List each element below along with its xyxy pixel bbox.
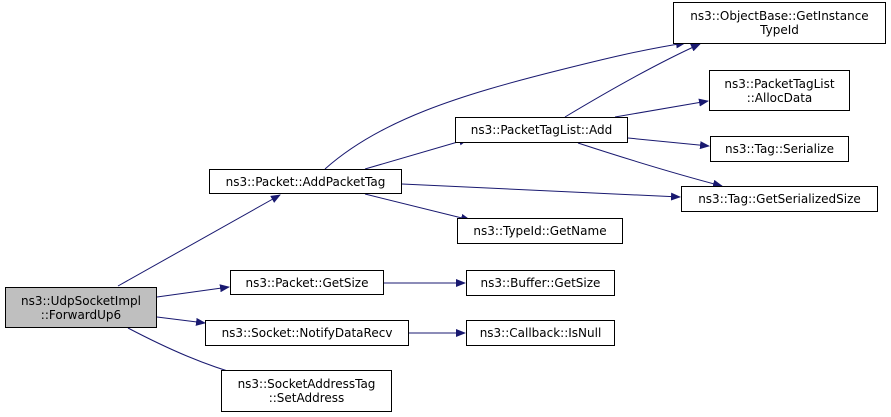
node-tag-get-serialized-size[interactable]: ns3::Tag::GetSerializedSize — [681, 186, 878, 212]
node-label: ns3::Buffer::GetSize — [480, 276, 601, 290]
node-label: ns3::Packet::GetSize — [245, 275, 369, 290]
node-packet-tag-list-alloc-data[interactable]: ns3::PacketTagList ::AllocData — [709, 70, 850, 111]
node-label: ns3::Tag::Serialize — [725, 142, 834, 156]
node-label-line2: TypeId — [760, 23, 799, 37]
node-udp-socket-impl-forward-up6: ns3::UdpSocketImpl ::ForwardUp6 — [5, 287, 157, 328]
node-packet-get-size[interactable]: ns3::Packet::GetSize — [230, 270, 384, 295]
node-label: ns3::Packet::AddPacketTag — [225, 174, 386, 189]
edge-packet-tag-list-add-to-tag-serialize — [627, 137, 710, 150]
edge-add-packet-tag-to-tag-get-serialized-size — [401, 183, 681, 201]
node-label-line2: ::ForwardUp6 — [40, 307, 122, 322]
node-callback-is-null[interactable]: ns3::Callback::IsNull — [466, 320, 615, 346]
node-socket-notify-data-recv[interactable]: ns3::Socket::NotifyDataRecv — [205, 320, 409, 346]
node-label-line1: ns3::UdpSocketImpl — [21, 293, 141, 308]
edge-packet-tag-list-add-to-tag-get-serialized-size — [577, 142, 723, 188]
edge-packet-tag-list-add-to-get-instance-type-id — [564, 43, 701, 118]
node-typeid-get-name[interactable]: ns3::TypeId::GetName — [457, 218, 623, 244]
node-label: ns3::Socket::NotifyDataRecv — [221, 326, 393, 340]
node-object-base-get-instance-type-id[interactable]: ns3::ObjectBase::GetInstance TypeId — [673, 2, 886, 44]
edge-packet-tag-list-add-to-alloc-data — [614, 98, 709, 118]
node-label: ns3::PacketTagList::Add — [470, 123, 613, 137]
node-packet-tag-list-add[interactable]: ns3::PacketTagList::Add — [455, 117, 628, 143]
node-label: ns3::TypeId::GetName — [473, 224, 607, 238]
node-label: ns3::Tag::GetSerializedSize — [698, 192, 861, 206]
edge-add-packet-tag-to-typeid-get-name — [364, 193, 471, 222]
node-label-line2: ::SetAddress — [268, 391, 345, 405]
node-packet-add-packet-tag[interactable]: ns3::Packet::AddPacketTag — [209, 169, 402, 194]
edge-add-packet-tag-to-packet-tag-list-add — [364, 137, 469, 170]
node-buffer-get-size[interactable]: ns3::Buffer::GetSize — [466, 270, 615, 296]
node-socket-address-tag-set-address[interactable]: ns3::SocketAddressTag ::SetAddress — [221, 370, 392, 412]
edge-add-packet-tag-to-get-instance-type-id — [324, 40, 686, 170]
node-tag-serialize[interactable]: ns3::Tag::Serialize — [710, 136, 849, 162]
node-label-line1: ns3::SocketAddressTag — [237, 377, 376, 391]
node-label-line1: ns3::PacketTagList — [724, 76, 835, 91]
edge-root-to-add-packet-tag — [117, 194, 281, 287]
node-label: ns3::Callback::IsNull — [479, 326, 602, 340]
node-label-line1: ns3::ObjectBase::GetInstance — [690, 9, 869, 23]
edge-root-to-get-size — [156, 284, 230, 298]
node-label-line2: ::AllocData — [746, 90, 813, 105]
edge-root-to-notify-data-recv — [156, 316, 206, 326]
